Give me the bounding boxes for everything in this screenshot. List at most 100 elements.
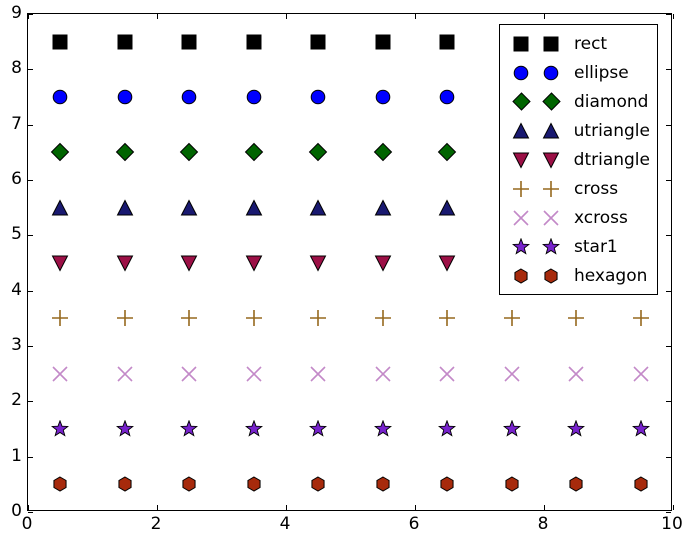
legend-item-ellipse: ellipse	[506, 58, 650, 87]
data-point-ellipse	[117, 89, 133, 105]
legend-marker-circle-icon	[536, 65, 566, 81]
y-tick-label: 7	[11, 113, 22, 134]
y-tick-mark	[28, 346, 33, 347]
data-point-hexagon	[181, 476, 197, 492]
y-tick-mark	[28, 456, 33, 458]
data-point-cross	[245, 309, 263, 327]
data-point-cross	[632, 309, 650, 327]
data-point-star1	[244, 419, 263, 438]
legend-item-utriangle: utriangle	[506, 116, 650, 145]
y-tick-label: 9	[11, 3, 22, 23]
data-point-cross	[51, 309, 69, 327]
legend-item-hexagon: hexagon	[506, 261, 650, 290]
data-point-diamond	[309, 143, 328, 162]
legend-label: xcross	[574, 207, 628, 228]
data-point-hexagon	[52, 476, 68, 492]
y-tick-label: 0	[11, 501, 22, 521]
x-tick-label: 6	[408, 514, 420, 534]
data-point-star1	[51, 419, 70, 438]
y-tick-label: 2	[11, 390, 22, 411]
x-tick-mark	[544, 505, 545, 510]
y-tick-label: 4	[11, 279, 22, 300]
data-point-rect	[439, 34, 455, 50]
data-point-xcross	[51, 365, 69, 383]
legend-marker-circle-icon	[506, 65, 536, 81]
data-point-rect	[52, 34, 68, 50]
data-point-cross	[503, 309, 521, 327]
y-tick-mark	[666, 346, 671, 347]
legend-marker-triangle-up-icon	[536, 121, 566, 140]
data-point-hexagon	[568, 476, 584, 492]
y-tick-label: 5	[11, 224, 22, 245]
legend-marker-square-icon	[536, 36, 566, 52]
data-point-star1	[309, 419, 328, 438]
x-tick-mark	[286, 14, 287, 19]
x-tick-label: 0	[21, 514, 33, 534]
legend-item-star1: star1	[506, 232, 650, 261]
legend-marker-star-icon	[536, 237, 566, 256]
x-tick-label: 2	[150, 514, 162, 534]
data-point-hexagon	[633, 476, 649, 492]
data-point-utriangle	[438, 199, 456, 217]
x-tick-mark	[673, 14, 674, 19]
data-point-star1	[180, 419, 199, 438]
data-point-dtriangle	[374, 254, 392, 272]
y-tick-mark	[666, 235, 671, 237]
x-tick-mark	[28, 505, 29, 510]
y-tick-mark	[666, 14, 671, 15]
y-tick-mark	[28, 401, 33, 403]
data-point-diamond	[438, 143, 457, 162]
data-point-xcross	[503, 365, 521, 383]
data-point-ellipse	[246, 89, 262, 105]
y-tick-mark	[28, 14, 33, 15]
y-tick-mark	[666, 180, 671, 181]
data-point-rect	[310, 34, 326, 50]
data-point-xcross	[632, 365, 650, 383]
legend-item-dtriangle: dtriangle	[506, 145, 650, 174]
data-point-star1	[438, 419, 457, 438]
data-point-dtriangle	[180, 254, 198, 272]
legend-marker-square-icon	[506, 36, 536, 52]
legend-marker-hexagon-icon	[506, 267, 536, 284]
data-point-hexagon	[310, 476, 326, 492]
data-point-utriangle	[374, 199, 392, 217]
legend-marker-x-icon	[536, 209, 566, 227]
x-tick-mark	[28, 14, 29, 19]
data-point-ellipse	[375, 89, 391, 105]
legend-item-rect: rect	[506, 29, 650, 58]
legend-marker-plus-icon	[536, 180, 566, 198]
x-tick-mark	[673, 505, 674, 510]
data-point-dtriangle	[309, 254, 327, 272]
legend-marker-triangle-down-icon	[536, 151, 566, 169]
x-tick-mark	[544, 14, 545, 19]
data-point-ellipse	[310, 89, 326, 105]
data-point-dtriangle	[116, 254, 134, 272]
y-tick-mark	[666, 290, 671, 292]
legend-label: star1	[574, 236, 618, 257]
legend-marker-diamond-icon	[506, 92, 536, 111]
data-point-star1	[502, 419, 521, 438]
x-tick-mark	[415, 14, 416, 19]
y-tick-mark	[666, 456, 671, 458]
legend-label: cross	[574, 178, 619, 199]
data-point-utriangle	[180, 199, 198, 217]
legend-label: hexagon	[574, 265, 648, 286]
data-point-cross	[567, 309, 585, 327]
data-point-hexagon	[246, 476, 262, 492]
data-point-diamond	[51, 143, 70, 162]
y-tick-label: 8	[11, 58, 22, 79]
data-point-cross	[438, 309, 456, 327]
data-point-cross	[180, 309, 198, 327]
data-point-star1	[115, 419, 134, 438]
data-point-dtriangle	[51, 254, 69, 272]
data-point-utriangle	[245, 199, 263, 217]
data-point-diamond	[373, 143, 392, 162]
data-point-xcross	[180, 365, 198, 383]
legend-marker-plus-icon	[506, 180, 536, 198]
legend-label: dtriangle	[573, 149, 650, 170]
data-point-cross	[116, 309, 134, 327]
data-point-xcross	[567, 365, 585, 383]
x-tick-label: 10	[661, 514, 683, 534]
y-tick-label: 1	[11, 445, 22, 466]
